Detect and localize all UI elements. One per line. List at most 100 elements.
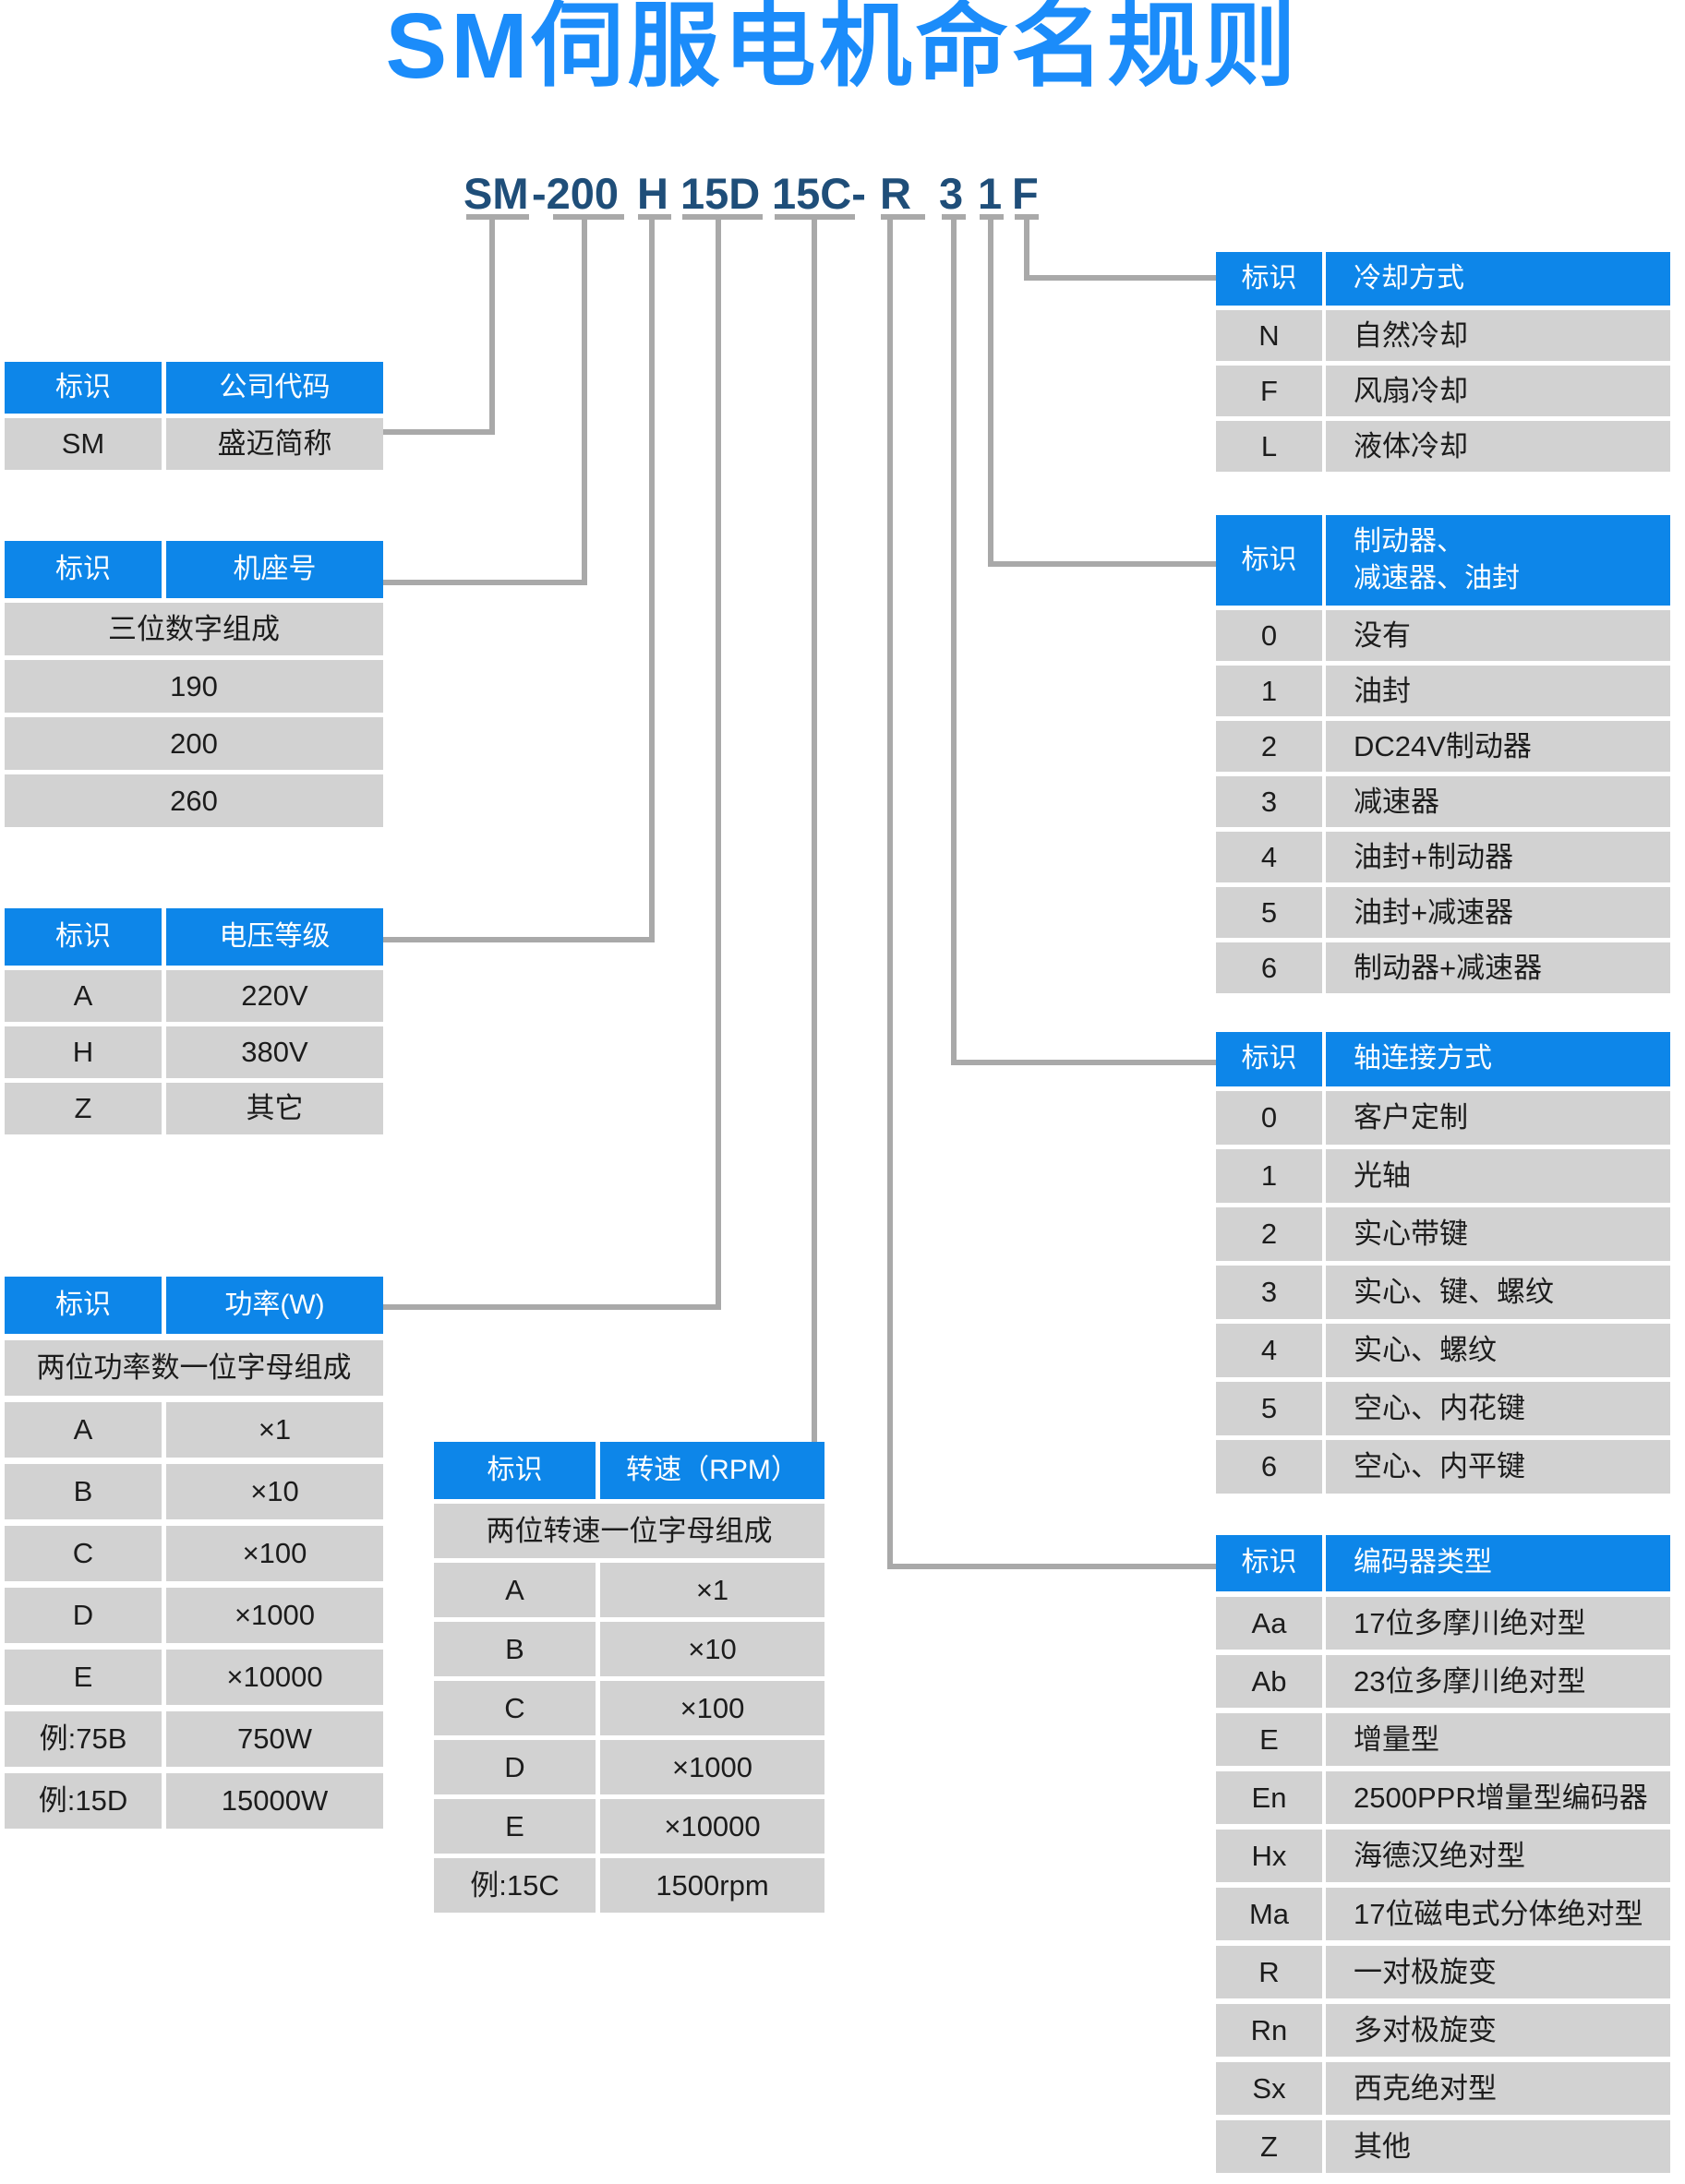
code-segment-voltage: H — [637, 169, 668, 218]
table-row: 3 实心、键、螺纹 — [1216, 1266, 1670, 1319]
table-row: Ab 23位多摩川绝对型 — [1216, 1655, 1670, 1708]
code-segment-sm: SM — [463, 169, 529, 218]
table-row: Ma 17位磁电式分体绝对型 — [1216, 1888, 1670, 1940]
table-row: 2 实心带键 — [1216, 1207, 1670, 1261]
header-id: 标识 — [5, 1277, 162, 1334]
value-cell: 空心、内平键 — [1326, 1440, 1670, 1494]
code-segment-power: 15D — [680, 169, 761, 218]
code-cell: A — [5, 1402, 162, 1458]
table-row: 0 没有 — [1216, 610, 1670, 661]
code-cell: L — [1216, 421, 1322, 472]
table-row: A ×1 — [434, 1563, 824, 1617]
value-cell: 1500rpm — [600, 1858, 824, 1913]
table-row: 5 空心、内花键 — [1216, 1382, 1670, 1435]
table-header-row: 标识 编码器类型 — [1216, 1535, 1670, 1591]
value-cell: 空心、内花键 — [1326, 1382, 1670, 1435]
code-cell: 例:75B — [5, 1711, 162, 1767]
code-cell: Z — [5, 1083, 162, 1134]
vline-speed — [812, 214, 817, 1442]
value-cell: 盛迈简称 — [166, 418, 383, 470]
vline-voltage — [649, 214, 655, 942]
table-row: E 增量型 — [1216, 1713, 1670, 1766]
value-cell: 260 — [5, 774, 383, 827]
code-cell: 1 — [1216, 666, 1322, 716]
value-cell: 380V — [166, 1026, 383, 1078]
underline-power — [682, 214, 763, 220]
table-row: 200 — [5, 717, 383, 770]
code-cell: 6 — [1216, 942, 1322, 993]
table-row: 6 制动器+减速器 — [1216, 942, 1670, 993]
header-brake-reducer: 制动器、 减速器、油封 — [1326, 515, 1670, 606]
table-row: 4 油封+制动器 — [1216, 832, 1670, 882]
hline-200 — [383, 580, 587, 585]
value-cell: ×10 — [600, 1622, 824, 1676]
table-header-row: 标识 制动器、 减速器、油封 — [1216, 515, 1670, 606]
table-row: E ×10000 — [434, 1799, 824, 1854]
value-cell: 一对极旋变 — [1326, 1946, 1670, 1998]
value-cell: 其它 — [166, 1083, 383, 1134]
code-cell: A — [434, 1563, 596, 1617]
table-row: L 液体冷却 — [1216, 421, 1670, 472]
note-cell: 两位功率数一位字母组成 — [5, 1340, 383, 1396]
company-code-table: 标识 公司代码 SM 盛迈简称 — [5, 362, 383, 470]
table-row: D ×1000 — [434, 1740, 824, 1794]
power-table: 标识 功率(W) 两位功率数一位字母组成 A ×1 B ×10 C ×100 D… — [5, 1277, 383, 1829]
value-cell: 实心、键、螺纹 — [1326, 1266, 1670, 1319]
value-cell: 23位多摩川绝对型 — [1326, 1655, 1670, 1708]
underline-voltage — [638, 214, 671, 220]
value-cell: 制动器+减速器 — [1326, 942, 1670, 993]
table-header-row: 标识 轴连接方式 — [1216, 1032, 1670, 1086]
code-cell: Ab — [1216, 1655, 1322, 1708]
code-cell: Ma — [1216, 1888, 1322, 1940]
table-row: 4 实心、螺纹 — [1216, 1324, 1670, 1377]
header-id: 标识 — [434, 1442, 596, 1499]
value-cell: 15000W — [166, 1773, 383, 1829]
code-cell: 5 — [1216, 1382, 1322, 1435]
table-header-row: 标识 转速（RPM） — [434, 1442, 824, 1499]
value-cell: 190 — [5, 660, 383, 713]
vline-sm — [489, 214, 495, 435]
code-cell: 4 — [1216, 1324, 1322, 1377]
value-cell: 三位数字组成 — [5, 603, 383, 655]
code-segment-brake: 1 — [978, 169, 1003, 218]
table-row: 1 油封 — [1216, 666, 1670, 716]
code-cell: D — [434, 1740, 596, 1794]
value-cell: 油封+减速器 — [1326, 887, 1670, 938]
code-cell: 2 — [1216, 721, 1322, 772]
value-cell: ×100 — [166, 1526, 383, 1581]
code-cell: Sx — [1216, 2062, 1322, 2115]
value-cell: 减速器 — [1326, 776, 1670, 827]
code-cell: 4 — [1216, 832, 1322, 882]
value-cell: 17位磁电式分体绝对型 — [1326, 1888, 1670, 1940]
header-cooling: 冷却方式 — [1326, 252, 1670, 306]
value-cell: ×10000 — [166, 1650, 383, 1705]
code-segment-shaft: 3 — [939, 169, 964, 218]
underline-200 — [553, 214, 624, 220]
code-cell: R — [1216, 1946, 1322, 1998]
code-cell: C — [434, 1681, 596, 1735]
table-note-row: 两位转速一位字母组成 — [434, 1504, 824, 1558]
table-row: 3 减速器 — [1216, 776, 1670, 827]
table-row: 例:15C 1500rpm — [434, 1858, 824, 1913]
header-id: 标识 — [1216, 1032, 1322, 1086]
table-row: SM 盛迈简称 — [5, 418, 383, 470]
table-row: 例:15D 15000W — [5, 1773, 383, 1829]
code-cell: 0 — [1216, 610, 1322, 661]
vline-power — [716, 214, 721, 1310]
code-cell: 例:15C — [434, 1858, 596, 1913]
table-header-row: 标识 功率(W) — [5, 1277, 383, 1334]
vline-shaft — [951, 214, 957, 1065]
table-header-row: 标识 机座号 — [5, 541, 383, 598]
underline-sm — [466, 214, 529, 220]
value-cell: 多对极旋变 — [1326, 2004, 1670, 2057]
header-line-1: 制动器、 — [1354, 526, 1464, 557]
header-speed: 转速（RPM） — [600, 1442, 824, 1499]
vline-200 — [582, 214, 587, 585]
value-cell: 实心、螺纹 — [1326, 1324, 1670, 1377]
table-row: R 一对极旋变 — [1216, 1946, 1670, 1998]
value-cell: 200 — [5, 717, 383, 770]
encoder-type-table: 标识 编码器类型 Aa 17位多摩川绝对型 Ab 23位多摩川绝对型 E 增量型… — [1216, 1535, 1670, 2173]
table-row: 例:75B 750W — [5, 1711, 383, 1767]
value-cell: ×1000 — [600, 1740, 824, 1794]
code-segment-cooling: F — [1012, 169, 1039, 218]
